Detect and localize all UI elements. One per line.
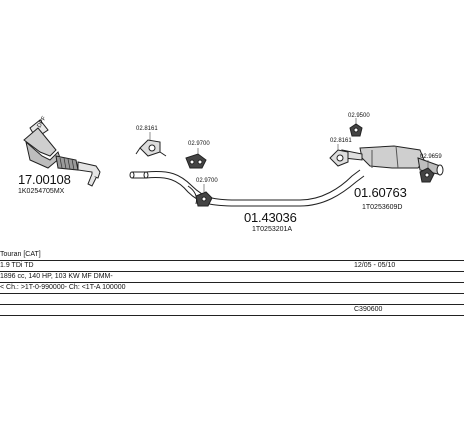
part-number-middle-pipe: 01.43036 bbox=[244, 210, 297, 225]
accessory-label-clamp: 02.8161 bbox=[136, 126, 158, 132]
info-row-blank bbox=[0, 294, 464, 305]
production-dates: 12/05 - 05/10 bbox=[354, 262, 396, 269]
part-number-dpf: 17.00108 bbox=[18, 172, 71, 187]
accessory-label-hanger-4: 02.9659 bbox=[420, 154, 442, 160]
hanger-accessory-3 bbox=[349, 123, 363, 137]
info-row-code: C390600 bbox=[0, 305, 464, 316]
middle-pipe-part bbox=[129, 169, 365, 207]
leader-lines bbox=[149, 118, 429, 192]
hanger-accessory-4 bbox=[419, 167, 435, 183]
oe-number-middle-pipe: 1T0253201A bbox=[252, 226, 293, 233]
exhaust-diagram: DPF bbox=[23, 115, 444, 207]
hanger-accessory bbox=[185, 153, 207, 169]
engine-spec: 1896 cc, 140 HP, 103 KW MF DMM- bbox=[0, 273, 113, 280]
info-row-model: Touran [CAT] bbox=[0, 250, 464, 261]
vehicle-model: Touran [CAT] bbox=[0, 251, 41, 258]
hanger-accessory-2 bbox=[195, 191, 213, 207]
vehicle-info-table: Touran [CAT] 1.9 TDi TD 12/05 - 05/10 18… bbox=[0, 250, 464, 316]
clamp-accessory-2 bbox=[329, 149, 349, 167]
accessory-label-hanger-3: 02.9500 bbox=[348, 113, 370, 119]
accessory-label-clamp-2: 02.8161 bbox=[330, 138, 352, 144]
dpf-tag-label: DPF bbox=[37, 115, 48, 129]
part-number-rear-silencer: 01.60763 bbox=[354, 185, 407, 200]
info-row-chassis: < Ch.: >1T-0-990000- Ch: <1T-A 100000 bbox=[0, 283, 464, 294]
set-code: C390600 bbox=[354, 306, 383, 313]
accessory-label-hanger-2: 02.9700 bbox=[196, 178, 218, 184]
oe-number-rear-silencer: 1T0253609D bbox=[362, 204, 403, 211]
clamp-accessory bbox=[135, 139, 167, 157]
chassis-range: < Ch.: >1T-0-990000- Ch: <1T-A 100000 bbox=[0, 284, 126, 291]
oe-number-dpf: 1K0254705MX bbox=[18, 188, 65, 195]
accessory-label-hanger: 02.9700 bbox=[188, 141, 210, 147]
info-row-engine: 1.9 TDi TD 12/05 - 05/10 bbox=[0, 261, 464, 272]
engine-type: 1.9 TDi TD bbox=[0, 262, 34, 269]
dpf-catalyst-part bbox=[23, 119, 101, 187]
info-row-spec: 1896 cc, 140 HP, 103 KW MF DMM- bbox=[0, 272, 464, 283]
